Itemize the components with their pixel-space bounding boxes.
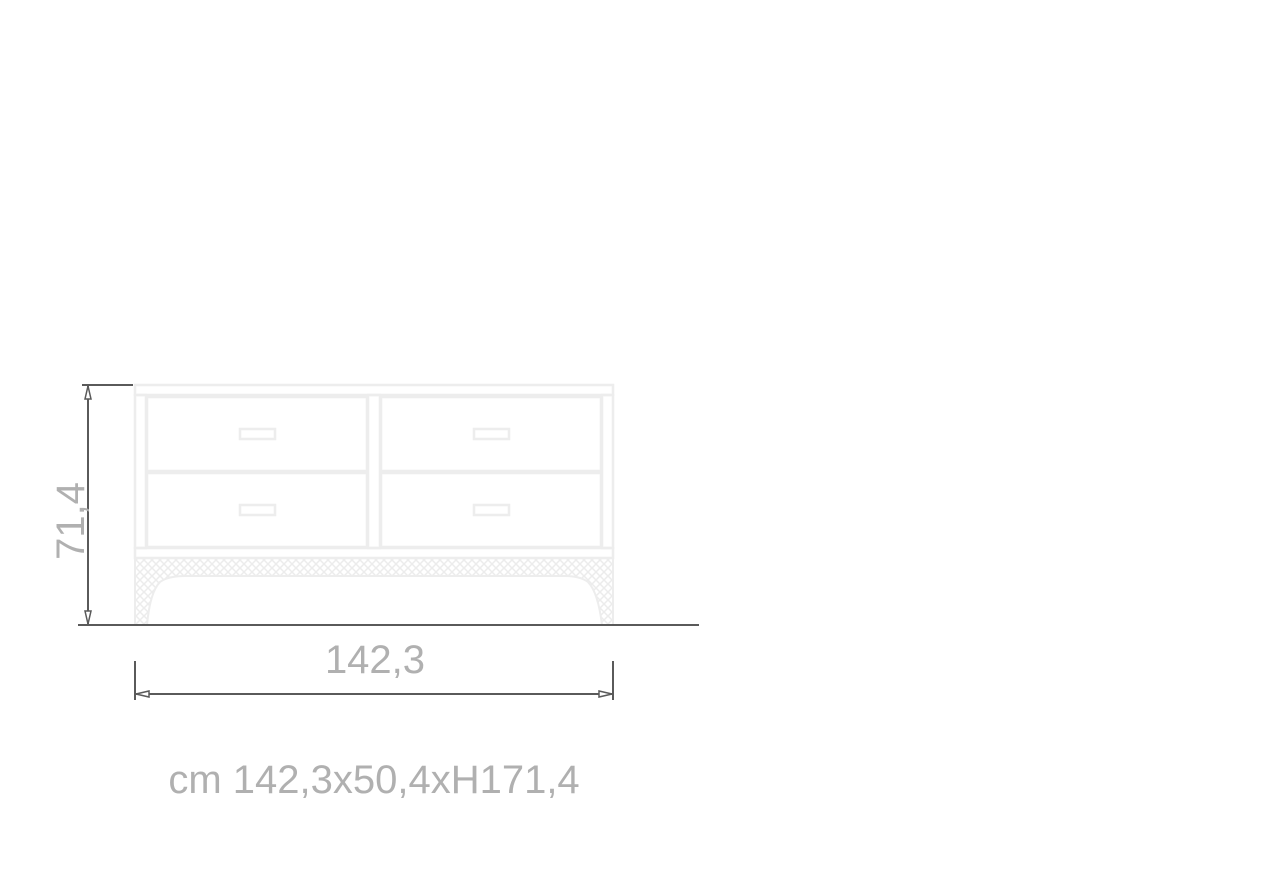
drawer-handle [238, 427, 277, 441]
width-dimension: 142,3 [134, 638, 614, 700]
top-panel [133, 383, 615, 397]
overall-dimensions-caption: cm 142,3x50,4xH171,4 [168, 758, 579, 802]
drawer [145, 395, 369, 473]
middle-post [366, 393, 382, 550]
drawer [145, 471, 369, 549]
drawer-handle [238, 503, 277, 517]
base-rail [133, 546, 615, 560]
height-label: 71,4 [49, 482, 93, 560]
width-label: 142,3 [325, 638, 425, 682]
drawer [379, 471, 603, 549]
drawer-handle [472, 427, 511, 441]
drawer [379, 395, 603, 473]
left-side-post [133, 393, 148, 550]
right-side-post [600, 393, 615, 550]
height-dimension: 71,4 [49, 384, 133, 625]
drawer-handle [472, 503, 511, 517]
lattice-base [134, 557, 614, 626]
sideboard-front-view [133, 383, 615, 626]
